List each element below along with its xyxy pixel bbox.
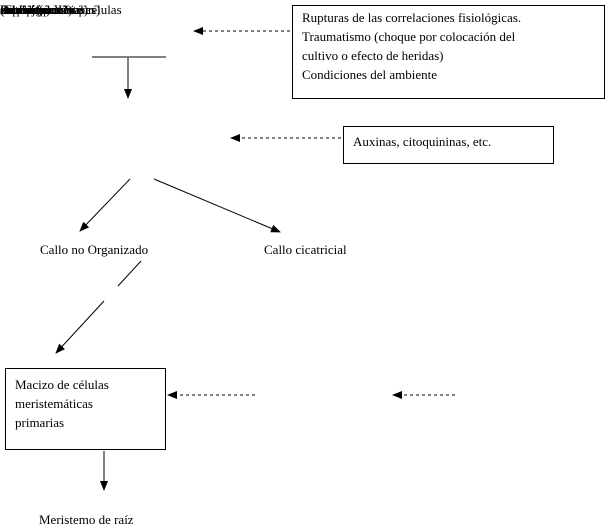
factor-line-1: Factor (s)	[0, 2, 51, 17]
rupturas-line-3: cultivo o efecto de heridas)	[302, 48, 444, 63]
node-callo-no-organizado: Callo no Organizado	[40, 242, 149, 257]
arrow-desdif-to-callo-no	[79, 178, 131, 232]
rupturas-line-4: Condiciones del ambiente	[302, 67, 438, 82]
precursor-line-1: Precursor X	[0, 2, 63, 17]
eventual-line-1: (Eventualmente células	[0, 2, 122, 17]
macizo-line-1: Macizo de células	[15, 377, 109, 392]
macizo-line-2: meristemáticas	[15, 396, 93, 411]
factor-line-2: de rizogénesis	[0, 2, 75, 17]
box-auxinas: Auxinas, citoquininas, etc.	[343, 126, 554, 164]
arrow-desdif-to-callo-cic	[153, 178, 281, 233]
esqueje-line-1: Esqueje o	[0, 2, 51, 17]
desdif-line-2: celular (por etapas)	[0, 2, 101, 17]
box-macizo: Macizo de células meristemáticas primari…	[5, 368, 166, 450]
node-meristemo: Meristemo de raíz	[39, 512, 134, 527]
rupturas-line-2: Traumatismo (choque por colocación del	[302, 29, 516, 44]
node-callo-cicatricial: Callo cicatricial	[264, 242, 347, 257]
rupturas-line-1: Rupturas de las correlaciones fisiológic…	[302, 10, 522, 25]
desdif-line-1: Desdiferenciación	[0, 2, 95, 17]
box-rupturas: Rupturas de las correlaciones fisiológic…	[292, 5, 605, 99]
eventual-line-2: del tipo cambial)	[0, 2, 89, 17]
macizo-line-3: primarias	[15, 415, 65, 430]
arrow-callo-no-to-macizo	[55, 300, 105, 354]
line-callo-no-down	[117, 260, 142, 287]
desdif-line-3: sucesivas	[0, 2, 50, 17]
precursor-line-2: (ortodifenol?)	[0, 2, 73, 17]
auxinas-text: Auxinas, citoquininas, etc.	[353, 134, 492, 149]
esqueje-line-2: explante	[0, 2, 45, 17]
